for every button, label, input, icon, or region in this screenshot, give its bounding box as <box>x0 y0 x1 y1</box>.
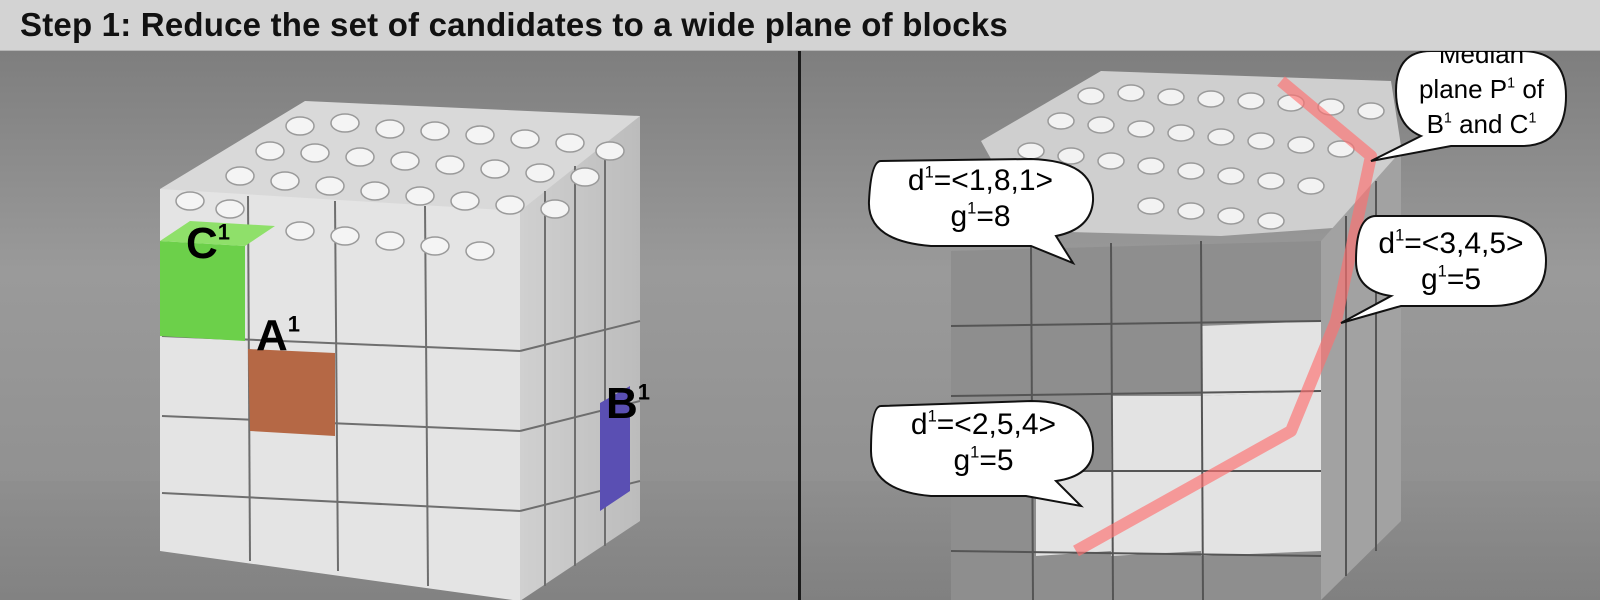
label-c1: C1 <box>186 219 231 268</box>
page-title: Step 1: Reduce the set of candidates to … <box>20 6 1008 43</box>
right-panel: d1=<1,8,1> g1=8 d1=<2,5,4> g1=5 d1=<3,4,… <box>801 51 1600 600</box>
label-b1: B1 <box>606 379 651 428</box>
bubble-top-d: d1=<1,8,1> <box>907 163 1054 197</box>
bubble-right: d1=<3,4,5> g1=5 <box>1356 226 1546 298</box>
bubble-right-g: g1=5 <box>1420 262 1482 296</box>
bubble-top-g: g1=8 <box>950 199 1011 233</box>
bubble-top-shape <box>867 157 1095 266</box>
bubble-median-line2: plane P1 of <box>1418 74 1545 104</box>
label-a1: A1 <box>256 311 301 360</box>
bubble-right-d: d1=<3,4,5> <box>1378 226 1524 260</box>
block-a1 <box>248 349 335 436</box>
header-bar: Step 1: Reduce the set of candidates to … <box>0 0 1600 51</box>
left-cube-illustration <box>0 101 798 600</box>
left-panel: C1 A1 B1 <box>0 51 798 600</box>
bubble-shapes <box>867 51 1568 508</box>
bubble-median-shape <box>1370 51 1568 162</box>
bubble-bottom: d1=<2,5,4> g1=5 <box>876 407 1091 479</box>
block-c1 <box>160 241 245 341</box>
panel-divider <box>798 51 801 600</box>
bubble-median-line1: Median <box>1438 51 1525 69</box>
bubble-bottom-shape <box>869 399 1095 508</box>
right-stud-pattern <box>1017 84 1385 230</box>
right-cube-illustration <box>801 51 1600 600</box>
bubble-median-line3: B1 and C1 <box>1426 109 1537 139</box>
median-plane-line <box>1073 76 1377 557</box>
bubble-right-shape <box>1340 215 1548 324</box>
stud-pattern <box>175 113 625 261</box>
bubble-bottom-g: g1=5 <box>953 443 1014 477</box>
bubble-top: d1=<1,8,1> g1=8 <box>873 163 1088 235</box>
bubble-median: Median plane P1 of B1 and C1 <box>1399 51 1564 142</box>
bubble-bottom-d: d1=<2,5,4> <box>910 407 1057 441</box>
block-b1 <box>600 386 630 511</box>
